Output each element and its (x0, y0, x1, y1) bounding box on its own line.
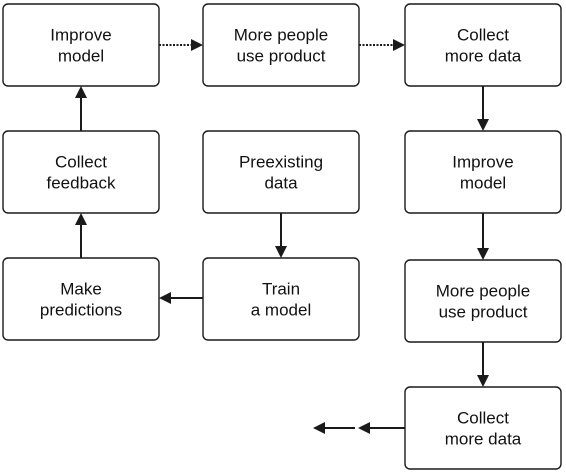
node-box (2, 3, 160, 87)
arrowhead (75, 86, 87, 98)
edge-collect-feedback-to-improve-model-1 (75, 86, 87, 131)
node-label-line: Collect (457, 26, 509, 45)
edge-train-model-to-make-predictions (159, 292, 203, 304)
node-label-line: use product (439, 303, 528, 322)
node-label-line: use product (237, 47, 326, 66)
node-collect-feedback: Collect feedback (2, 130, 160, 214)
node-collect-data-2: Collect more data (404, 386, 562, 470)
edge-make-predictions-to-collect-feedback (75, 213, 87, 258)
node-train-model: Train a model (202, 257, 360, 341)
arrowhead (358, 422, 370, 434)
arrowhead (477, 375, 489, 387)
node-make-predictions: Make predictions (2, 257, 160, 341)
node-label-line: Preexisting (239, 153, 323, 172)
node-more-people-2: More people use product (404, 259, 562, 343)
node-box (404, 386, 562, 470)
node-label-line: Collect (457, 409, 509, 428)
node-label-line: data (264, 174, 298, 193)
edges-layer (75, 39, 489, 434)
node-box (2, 257, 160, 341)
edge-preexisting-data-to-train-model (275, 213, 287, 258)
node-label-line: model (460, 174, 506, 193)
arrowhead (393, 39, 405, 51)
node-box (202, 130, 360, 214)
node-label-line: Improve (50, 26, 111, 45)
node-label-line: Improve (452, 153, 513, 172)
node-more-people-1: More people use product (202, 3, 360, 87)
node-box (404, 130, 562, 214)
node-box (404, 3, 562, 87)
edge-more-people-1-to-collect-data-1 (359, 39, 405, 51)
edge-continuation-tail (313, 422, 355, 434)
node-label-line: Train (262, 280, 300, 299)
node-improve-model-2: Improve model (404, 130, 562, 214)
node-label-line: More people (234, 26, 329, 45)
node-label-line: more data (445, 430, 522, 449)
node-preexisting-data: Preexisting data (202, 130, 360, 214)
node-box (2, 130, 160, 214)
node-box (202, 257, 360, 341)
node-label-line: Collect (55, 153, 107, 172)
node-box (202, 3, 360, 87)
edge-improve-model-1-to-more-people-1 (159, 39, 203, 51)
node-label-line: model (58, 47, 104, 66)
arrowhead (191, 39, 203, 51)
arrowhead (159, 292, 171, 304)
edge-more-people-2-to-collect-data-2 (477, 342, 489, 387)
arrowhead (477, 119, 489, 131)
edge-improve-model-2-to-more-people-2 (477, 213, 489, 260)
node-label-line: predictions (40, 301, 122, 320)
arrowhead (275, 246, 287, 258)
arrowhead (75, 213, 87, 225)
node-label-line: a model (251, 301, 311, 320)
edge-collect-data-1-to-improve-model-2 (477, 86, 489, 131)
node-box (404, 259, 562, 343)
node-label-line: feedback (47, 174, 116, 193)
arrowhead (313, 422, 325, 434)
node-collect-data-1: Collect more data (404, 3, 562, 87)
arrowhead (477, 248, 489, 260)
node-label-line: More people (436, 282, 531, 301)
edge-collect-data-2-to-continuation (358, 422, 405, 434)
node-improve-model-1: Improve model (2, 3, 160, 87)
node-label-line: more data (445, 47, 522, 66)
node-label-line: Make (60, 280, 102, 299)
